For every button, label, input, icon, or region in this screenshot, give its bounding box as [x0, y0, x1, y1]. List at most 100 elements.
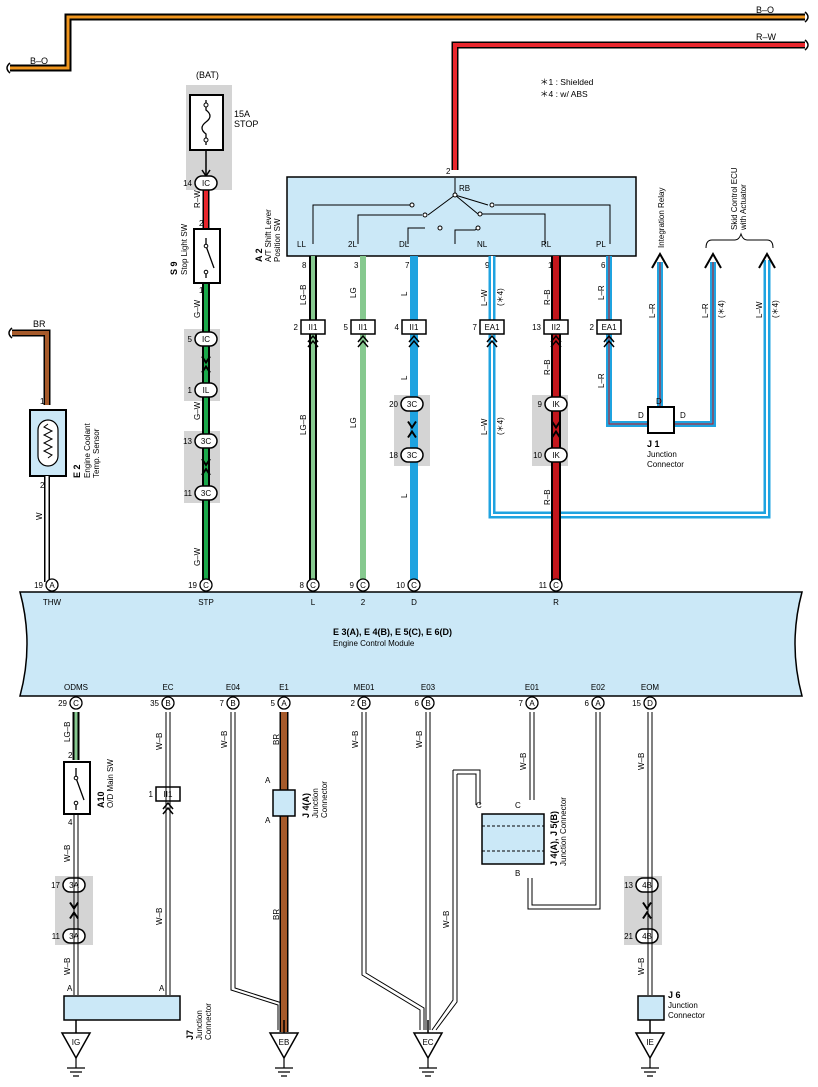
ecm-pin: 9: [350, 581, 355, 590]
mating-arrows: [201, 355, 211, 374]
wire-label-bo-top: B–O: [756, 5, 774, 15]
ecm-terminal-l: C8L: [300, 578, 320, 607]
ecm-pin: 5: [271, 699, 276, 708]
j6-code: J 6: [668, 990, 681, 1000]
s9-pin-bot: 1: [199, 286, 204, 295]
j45-pin-c1: C: [476, 801, 482, 810]
ecm-label: ME01: [354, 683, 375, 692]
wire-label-bo-left: B–O: [30, 56, 48, 66]
connector-pin-c4b_b: 21: [624, 932, 633, 941]
ecm-conn: C: [203, 581, 209, 590]
a10-pin-top: 2: [68, 751, 73, 760]
j4a-name1: Junction: [311, 788, 320, 818]
ecm-pin: 11: [539, 581, 548, 590]
od-main-switch: [63, 761, 91, 815]
ecm-label: D: [411, 598, 417, 607]
a2-pin-2l: 3: [354, 261, 359, 270]
ecm-label: L: [311, 598, 316, 607]
ecm-name: Engine Control Module: [333, 639, 415, 648]
a2-name1: A/T Shift Lever: [264, 209, 273, 262]
wire-label-star4-2: (＊4): [496, 417, 505, 435]
ecm-pin: 6: [415, 699, 420, 708]
connector-label-ii1_b: II1: [359, 323, 368, 332]
ecm-conn: C: [553, 581, 559, 590]
connector-pin-c3a_a: 17: [51, 881, 60, 890]
ecm-pin: 19: [34, 581, 43, 590]
j7-pin-a2: A: [159, 984, 165, 993]
connector-pin-c3c_a: 13: [183, 437, 192, 446]
ecm-pin: 15: [632, 699, 641, 708]
j1-pin-right: D: [680, 411, 686, 420]
wire-label-lg-1: LG: [349, 287, 358, 298]
ecm-pin: 8: [300, 581, 305, 590]
connector-ic2: IC5: [188, 331, 218, 347]
ecm-conn: A: [49, 581, 55, 590]
connector-label-c4b_b: 4B: [642, 932, 652, 941]
ecm-label: THW: [43, 598, 62, 607]
ecm-conn: C: [73, 699, 79, 708]
a2-term-2l: 2L: [348, 240, 357, 249]
a2-code: A 2: [254, 248, 264, 262]
a2-pin-pl: 6: [601, 261, 606, 270]
a2-term-ll: LL: [297, 240, 306, 249]
connector-pin-ik_a: 9: [538, 400, 543, 409]
ecm-label: E04: [226, 683, 241, 692]
connector-label-c4b_a: 4B: [642, 881, 652, 890]
connector-label-ik_a: IK: [552, 400, 560, 409]
connector-ea1_a: EA1 7: [473, 319, 505, 348]
a2-terminals: LL 2L DL NL RL PL 8 3 7 9 1 6: [297, 240, 606, 270]
wire-label-wb-9: W–B: [519, 753, 528, 770]
fuse-name: STOP: [234, 119, 258, 129]
connector-label-ii1_d: II1: [164, 790, 173, 799]
a10-code: A10: [96, 791, 106, 808]
ecm-pin: 10: [396, 581, 405, 590]
wire-label-rb-1: R–B: [543, 289, 552, 305]
ecm-label: R: [553, 598, 559, 607]
connector-pin-c3c_c: 20: [389, 400, 398, 409]
connector-pin-ii1_c: 4: [395, 323, 400, 332]
s9-code: S 9: [169, 261, 179, 275]
j1-junction: [647, 406, 675, 434]
wire-label-star4-3: (＊4): [717, 300, 726, 318]
wire-label-rb-2: R–B: [543, 359, 552, 375]
top-harness: [6, 11, 809, 170]
j45-pin-c2: C: [515, 801, 521, 810]
connector-ik_a: IK 9: [538, 396, 568, 412]
ecm-label: ODMS: [64, 683, 88, 692]
e2-code: E 2: [72, 464, 82, 478]
a2-pin-ll: 8: [302, 261, 307, 270]
ecm-conn: B: [165, 699, 170, 708]
ecm-codes: E 3(A), E 4(B), E 5(C), E 6(D): [333, 627, 452, 637]
bat-label: (BAT): [196, 70, 219, 80]
connector-label-ea1_a: EA1: [484, 323, 500, 332]
wire-label-wb-4: W–B: [155, 908, 164, 925]
wire-label-lgb-1: LG–B: [299, 285, 308, 305]
mating-arrows: [551, 420, 561, 439]
connector-pin-ik_b: 10: [533, 451, 542, 460]
ground-eb: EB: [268, 1020, 300, 1077]
connector-label-c3c_b: 3C: [201, 489, 211, 498]
wires-wb-lower: [73, 712, 653, 1031]
ecm-terminal-2: C92: [350, 578, 370, 607]
ecm-label: E03: [421, 683, 436, 692]
a2-pin-rl: 1: [548, 261, 553, 270]
connector-pin-ea1_b: 2: [590, 323, 595, 332]
j6-name2: Connector: [668, 1011, 705, 1020]
j4a-pin-top: A: [265, 776, 271, 785]
wire-label-lr-4: L–R: [701, 303, 710, 318]
wire-label-rb-3: R–B: [543, 489, 552, 505]
ecm-pin: 29: [58, 699, 67, 708]
engine-control-module: [19, 591, 803, 697]
ecm-conn: A: [529, 699, 535, 708]
connector-pin-ea1_a: 7: [473, 323, 478, 332]
